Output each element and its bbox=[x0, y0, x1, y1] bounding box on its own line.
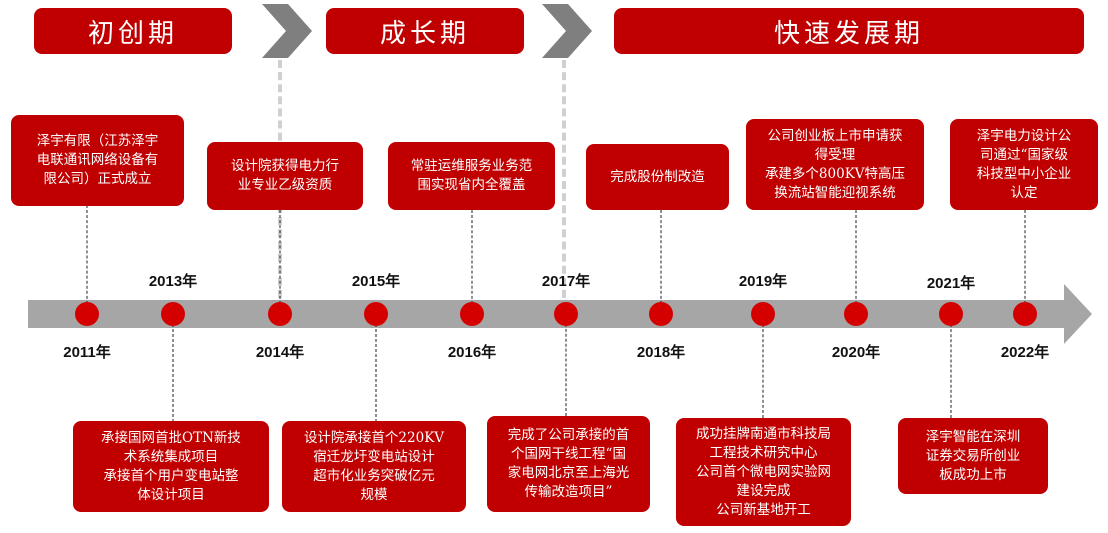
year-label-2013: 2013年 bbox=[148, 273, 198, 290]
year-label-2011: 2011年 bbox=[63, 344, 111, 361]
timeline-node-2016 bbox=[460, 302, 484, 326]
connector-2013 bbox=[172, 314, 174, 422]
event-box-2022: 泽宇电力设计公 司通过“国家级 科技型中小企业 认定 bbox=[950, 119, 1098, 210]
year-label-2017: 2017年 bbox=[541, 273, 591, 290]
connector-2017 bbox=[565, 314, 567, 416]
connector-2016 bbox=[471, 210, 473, 314]
event-box-2013: 承接国网首批OTN新技 术系统集成项目 承接首个用户变电站整 体设计项目 bbox=[73, 421, 269, 512]
connector-2011 bbox=[86, 205, 88, 314]
event-box-2016: 常驻运维服务业务范 围实现省内全覆盖 bbox=[388, 142, 555, 210]
year-label-2021: 2021年 bbox=[926, 275, 976, 292]
event-box-2018: 完成股份制改造 bbox=[586, 144, 729, 210]
timeline-node-2014 bbox=[268, 302, 292, 326]
timeline-node-2018 bbox=[649, 302, 673, 326]
connector-2015 bbox=[375, 314, 377, 422]
connector-2022 bbox=[1024, 210, 1026, 314]
timeline-node-2011 bbox=[75, 302, 99, 326]
phase-growth: 成长期 bbox=[326, 8, 524, 54]
year-label-2022: 2022年 bbox=[1000, 344, 1050, 361]
year-label-2018: 2018年 bbox=[636, 344, 686, 361]
phase-chevron-icon bbox=[542, 4, 592, 58]
year-label-2014: 2014年 bbox=[255, 344, 305, 361]
event-box-2014: 设计院获得电力行 业专业乙级资质 bbox=[207, 142, 363, 210]
event-box-2019: 成功挂牌南通市科技局 工程技术研究中心 公司首个微电网实验网 建设完成 公司新基… bbox=[676, 418, 851, 526]
event-box-2011: 泽宇有限（江苏泽宇 电联通讯网络设备有 限公司）正式成立 bbox=[11, 115, 184, 206]
timeline-node-2017 bbox=[554, 302, 578, 326]
timeline-node-2019 bbox=[751, 302, 775, 326]
year-label-2019: 2019年 bbox=[738, 273, 788, 290]
year-label-2016: 2016年 bbox=[447, 344, 497, 361]
timeline-node-2022 bbox=[1013, 302, 1037, 326]
year-label-2020: 2020年 bbox=[831, 344, 881, 361]
event-box-2020: 公司创业板上市申请获 得受理 承建多个800KV特高压 换流站智能迎视系统 bbox=[746, 119, 924, 210]
phase-divider bbox=[562, 60, 566, 310]
timeline-node-2021 bbox=[939, 302, 963, 326]
event-box-2021: 泽宇智能在深圳 证券交易所创业 板成功上市 bbox=[898, 418, 1048, 494]
phase-rapid-growth: 快速发展期 bbox=[614, 8, 1084, 54]
connector-2019 bbox=[762, 314, 764, 418]
timeline-node-2013 bbox=[161, 302, 185, 326]
timeline-node-2015 bbox=[364, 302, 388, 326]
phase-startup: 初创期 bbox=[34, 8, 232, 54]
year-label-2015: 2015年 bbox=[351, 273, 401, 290]
phase-chevron-icon bbox=[262, 4, 312, 58]
connector-2018 bbox=[660, 210, 662, 314]
event-box-2017: 完成了公司承接的首 个国网干线工程“国 家电网北京至上海光 传输改造项目” bbox=[487, 416, 650, 512]
timeline-node-2020 bbox=[844, 302, 868, 326]
connector-2020 bbox=[855, 210, 857, 314]
connector-2014 bbox=[279, 210, 281, 314]
connector-2021 bbox=[950, 314, 952, 418]
event-box-2015: 设计院承接首个220KV 宿迁龙圩变电站设计 超市化业务突破亿元 规模 bbox=[282, 421, 466, 512]
